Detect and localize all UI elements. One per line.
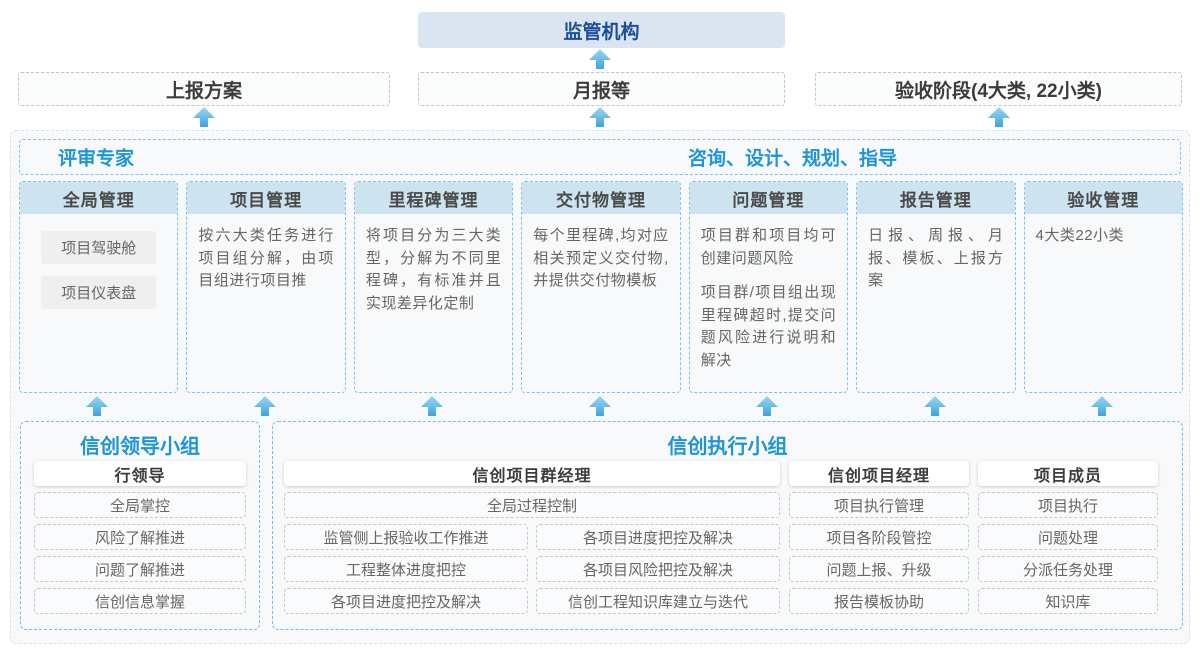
duty-item: 各项目进度把控及解决 [284,588,528,614]
stage-box-monthly-report: 月报等 [418,72,785,106]
duty-item: 信创信息掌握 [34,588,246,614]
execution-group-title: 信创执行小组 [667,436,788,458]
column-title: 里程碑管理 [354,182,513,214]
column-description: 项目群和项目均可创建问题风险 [700,227,837,267]
advisory-label: 咨询、设计、规划、指导 [688,148,898,170]
role-pill-project-member: 项目成员 [978,461,1158,486]
arrow-up-icon [589,107,611,127]
role-pill-program-manager: 信创项目群经理 [284,461,780,486]
column-title: 问题管理 [689,182,848,214]
column-description: 将项目分为三大类型，分解为不同里程碑，有标准并且实现差异化定制 [365,227,502,312]
column-description: 按六大类任务进行项目组分解，由项目组进行项目推 [198,227,334,289]
advisory-band: 评审专家 咨询、设计、规划、指导 [19,139,1181,175]
leadership-group-box: 信创领导小组 行领导 全局掌控 风险了解推进 问题了解推进 信创信息掌握 [20,421,260,630]
duty-item: 问题上报、升级 [789,556,969,582]
column-title: 项目管理 [187,182,345,214]
leadership-group-title: 信创领导小组 [80,436,200,458]
arrow-up-icon [193,107,215,127]
duty-item: 知识库 [978,588,1158,614]
role-pill-project-manager: 信创项目经理 [789,461,969,486]
column-deliverable-management: 交付物管理 每个里程碑,均对应相关预定义交付物,并提供交付物模板 [521,181,681,393]
duty-item: 各项目进度把控及解决 [536,524,780,550]
management-columns: 全局管理 项目驾驶舱 项目仪表盘 项目管理 按六大类任务进行项目组分解，由项目组… [19,181,1183,393]
duty-item: 全局掌控 [34,492,246,518]
review-experts-label: 评审专家 [58,148,135,170]
column-title: 全局管理 [20,182,178,214]
project-manager-section: 信创项目经理 项目执行管理 项目各阶段管控 问题上报、升级 报告模板协助 [789,461,969,614]
duty-item: 各项目风险把控及解决 [536,556,780,582]
project-member-section: 项目成员 项目执行 问题处理 分派任务处理 知识库 [978,461,1158,614]
feature-pill: 项目驾驶舱 [41,231,157,264]
duty-item: 监管侧上报验收工作推进 [284,524,528,550]
duty-item: 问题了解推进 [34,556,246,582]
column-title: 验收管理 [1024,182,1182,214]
role-pill-bank-leader: 行领导 [34,461,246,486]
duty-item: 项目各阶段管控 [789,524,969,550]
column-global-management: 全局管理 项目驾驶舱 项目仪表盘 [19,181,179,393]
column-description: 4大类22小类 [1035,227,1125,244]
duty-item: 风险了解推进 [34,524,246,550]
regulator-box: 监管机构 [418,12,785,48]
column-project-management: 项目管理 按六大类任务进行项目组分解，由项目组进行项目推 [186,181,346,393]
execution-group-box: 信创执行小组 信创项目群经理 全局过程控制 监管侧上报验收工作推进 各项目进度把… [272,421,1183,630]
column-description: 每个里程碑,均对应相关预定义交付物,并提供交付物模板 [533,227,669,289]
column-acceptance-management: 验收管理 4大类22小类 [1023,181,1183,393]
arrow-up-icon [589,49,611,69]
duty-item: 分派任务处理 [978,556,1158,582]
duty-item: 项目执行 [978,492,1158,518]
stage-box-acceptance-phase: 验收阶段(4大类, 22小类) [815,72,1182,106]
stage-box-report-plan: 上报方案 [18,72,390,106]
duty-item: 全局过程控制 [284,492,780,518]
column-description: 日报、周报、月报、模板、上报方案 [868,227,1004,289]
program-manager-section: 信创项目群经理 全局过程控制 监管侧上报验收工作推进 各项目进度把控及解决 工程… [284,461,780,614]
column-description: 项目群/项目组出现里程碑超时,提交问题风险进行说明和解决 [700,284,837,369]
column-report-management: 报告管理 日报、周报、月报、模板、上报方案 [856,181,1016,393]
feature-pill: 项目仪表盘 [41,276,157,309]
arrow-up-icon [988,107,1010,127]
duty-item: 项目执行管理 [789,492,969,518]
column-issue-management: 问题管理 项目群和项目均可创建问题风险 项目群/项目组出现里程碑超时,提交问题风… [688,181,849,393]
duty-item: 报告模板协助 [789,588,969,614]
duty-item: 信创工程知识库建立与迭代 [536,588,780,614]
duty-item: 工程整体进度把控 [284,556,528,582]
column-title: 交付物管理 [522,182,680,214]
duty-item: 问题处理 [978,524,1158,550]
column-title: 报告管理 [857,182,1015,214]
column-milestone-management: 里程碑管理 将项目分为三大类型，分解为不同里程碑，有标准并且实现差异化定制 [353,181,514,393]
